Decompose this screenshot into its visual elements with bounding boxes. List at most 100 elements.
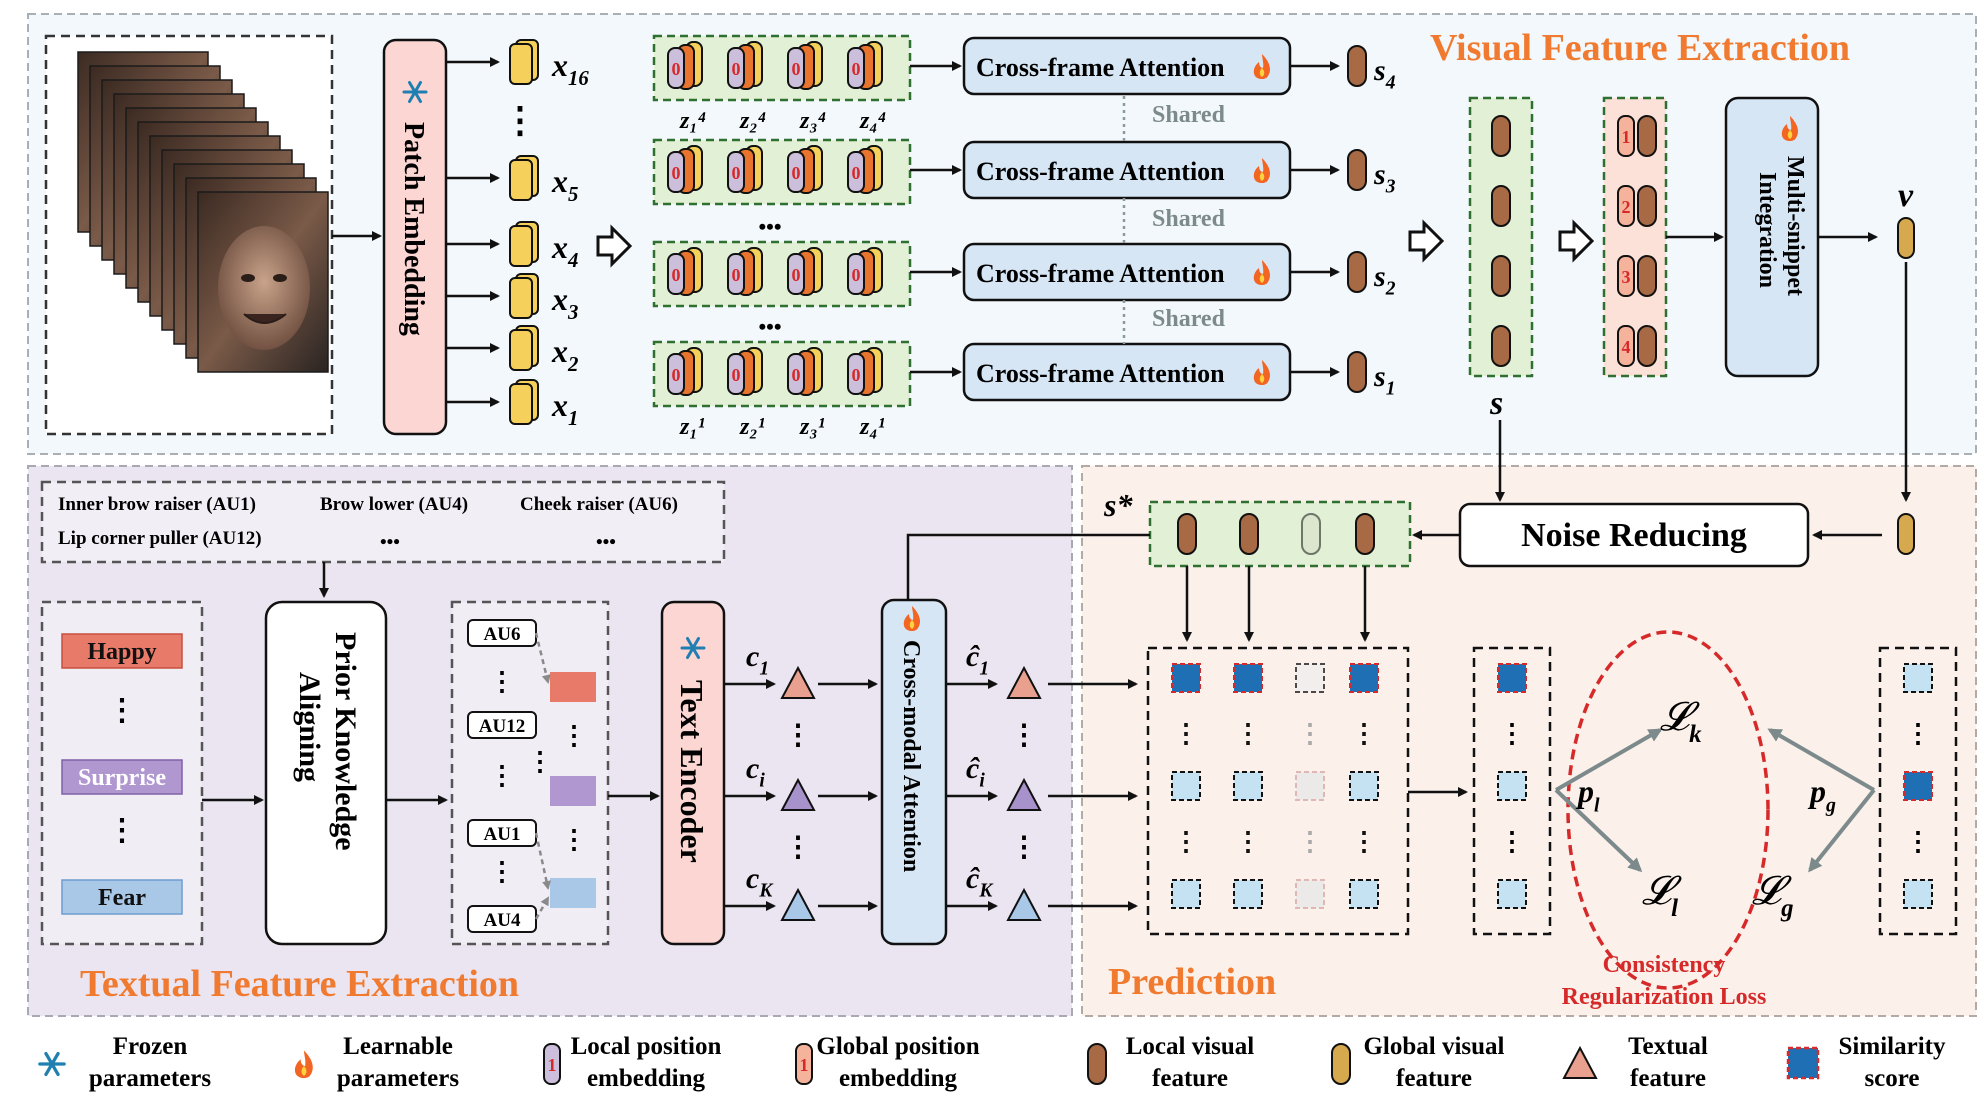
s-star-label: s* (1103, 487, 1133, 523)
arrow-sstar-to-crossmodal (903, 533, 1150, 618)
local-position-token (847, 253, 865, 295)
au-tag-label: AU1 (484, 824, 521, 845)
hollow-arrows (596, 219, 1595, 268)
multi-snippet-label-2: Integration (1754, 172, 1780, 288)
cross-frame-attention-label: Cross-frame Attention (976, 53, 1225, 82)
textual-feature-triangle (780, 887, 816, 921)
face-mouth (243, 313, 287, 324)
global-score-column: ⋮⋮ (1878, 646, 1958, 936)
snowflake-icon (402, 81, 428, 103)
patch-token (509, 159, 533, 201)
similarity-score-cell (1497, 771, 1527, 801)
c-hat-label: ĉi (966, 752, 985, 791)
multi-snippet-label-1: Multi-snippet (1782, 156, 1808, 296)
global-position-icon (795, 1043, 813, 1085)
frame-label: z₁⁴ (679, 108, 706, 134)
position-zero: 0 (672, 59, 681, 79)
v-label: v (1898, 177, 1914, 214)
consistency-loss: Consistency Regularization Loss (1562, 630, 1770, 1010)
legend-text: Similarity (1839, 1033, 1946, 1060)
matrix-ellipsis: ⋮ (1235, 827, 1261, 856)
multi-snippet-integration-block[interactable]: Multi-snippet Integration (1724, 96, 1820, 378)
cross-frame-attention-block[interactable]: Cross-frame Attention (962, 242, 1292, 302)
snippet-feature (1347, 351, 1367, 393)
patch-token (509, 383, 533, 425)
au-prior-item: Cheek raiser (AU6) (520, 494, 678, 515)
snippet-feature (1491, 185, 1511, 227)
emotion-embedding-block (550, 878, 596, 908)
snippet-feature-label: s1 (1373, 360, 1395, 399)
cross-frame-attention-label: Cross-frame Attention (976, 157, 1225, 186)
au-prior-item: Lip corner puller (AU12) (58, 528, 262, 549)
snippet-feature (1491, 325, 1511, 367)
loss-arrows (1554, 728, 1876, 873)
frame-label: z₂¹ (739, 414, 765, 440)
local-feature-icon (1087, 1043, 1107, 1085)
global-position-number: 1 (1622, 127, 1631, 147)
legend-text: Global position (816, 1033, 979, 1060)
legend-text: Local position (571, 1033, 722, 1060)
flame-icon (1253, 260, 1270, 285)
text-encoder-block[interactable]: Text Encoder (660, 600, 726, 946)
snippet-feature (1637, 185, 1657, 227)
p-g-label: pg (1807, 773, 1836, 817)
textual-feature-triangle (780, 777, 816, 811)
position-zero: 0 (792, 59, 801, 79)
flame-icon (1781, 116, 1798, 141)
au-tag (467, 711, 537, 739)
c-label: ci (746, 752, 765, 791)
au-prior-item: ••• (596, 532, 616, 553)
patch-label-x16: x16 (551, 47, 589, 90)
emotion-embedding-block (550, 672, 596, 702)
noise-reducing-block[interactable]: Noise Reducing (1458, 502, 1810, 568)
local-position-token (847, 151, 865, 193)
snippet-feature (1347, 251, 1367, 293)
similarity-score-cell (1171, 771, 1201, 801)
au-ellipsis: ⋮ (561, 721, 587, 750)
patch-embedding-block: Patch Embedding (382, 38, 448, 436)
matrix-ellipsis: ⋮ (1173, 719, 1199, 748)
frame-label: z₄⁴ (859, 108, 886, 134)
snippet-feature (1637, 115, 1657, 157)
cross-modal-attention-block[interactable]: Cross-modal Attention (880, 598, 948, 946)
cross-frame-attention-block[interactable]: Cross-frame Attention (962, 36, 1292, 96)
consistency-line-1: Consistency (1603, 952, 1726, 978)
denoised-feature (1355, 513, 1375, 555)
face-eye (273, 274, 287, 282)
legend-text: embedding (587, 1065, 706, 1092)
local-position-token (667, 253, 685, 295)
au-prior-item: ••• (380, 532, 400, 553)
global-position-token (1617, 325, 1635, 367)
cross-frame-attention-block[interactable]: Cross-frame Attention (962, 342, 1292, 402)
position-zero: 0 (852, 265, 861, 285)
position-zero: 0 (852, 163, 861, 183)
matrix-ellipsis: ⋮ (1297, 827, 1323, 856)
legend-text: feature (1630, 1065, 1706, 1092)
cross-frame-attention-block[interactable]: Cross-frame Attention (962, 140, 1292, 200)
global-position-token (1617, 255, 1635, 297)
legend-text: Frozen (113, 1033, 188, 1060)
patch-token (509, 43, 533, 85)
matrix-ellipsis: ⋮ (1235, 719, 1261, 748)
denoised-feature (1239, 513, 1259, 555)
au-prior-item: Brow lower (AU4) (320, 494, 468, 515)
local-ellipsis: ⋮ (1499, 827, 1525, 856)
textual-section-title: Textual Feature Extraction (80, 963, 519, 1005)
snowflake-icon (680, 637, 706, 659)
au-ellipsis: ⋮ (489, 667, 515, 696)
similarity-score-cell (1903, 771, 1933, 801)
emotion-label: Fear (98, 885, 146, 911)
prior-knowledge-aligning-block[interactable]: Prior Knowledge Aligning (264, 600, 388, 946)
similarity-score-cell (1295, 771, 1325, 801)
consistency-ellipse (1566, 630, 1770, 990)
similarity-score-cell (1171, 663, 1201, 693)
video-frames (44, 34, 334, 436)
